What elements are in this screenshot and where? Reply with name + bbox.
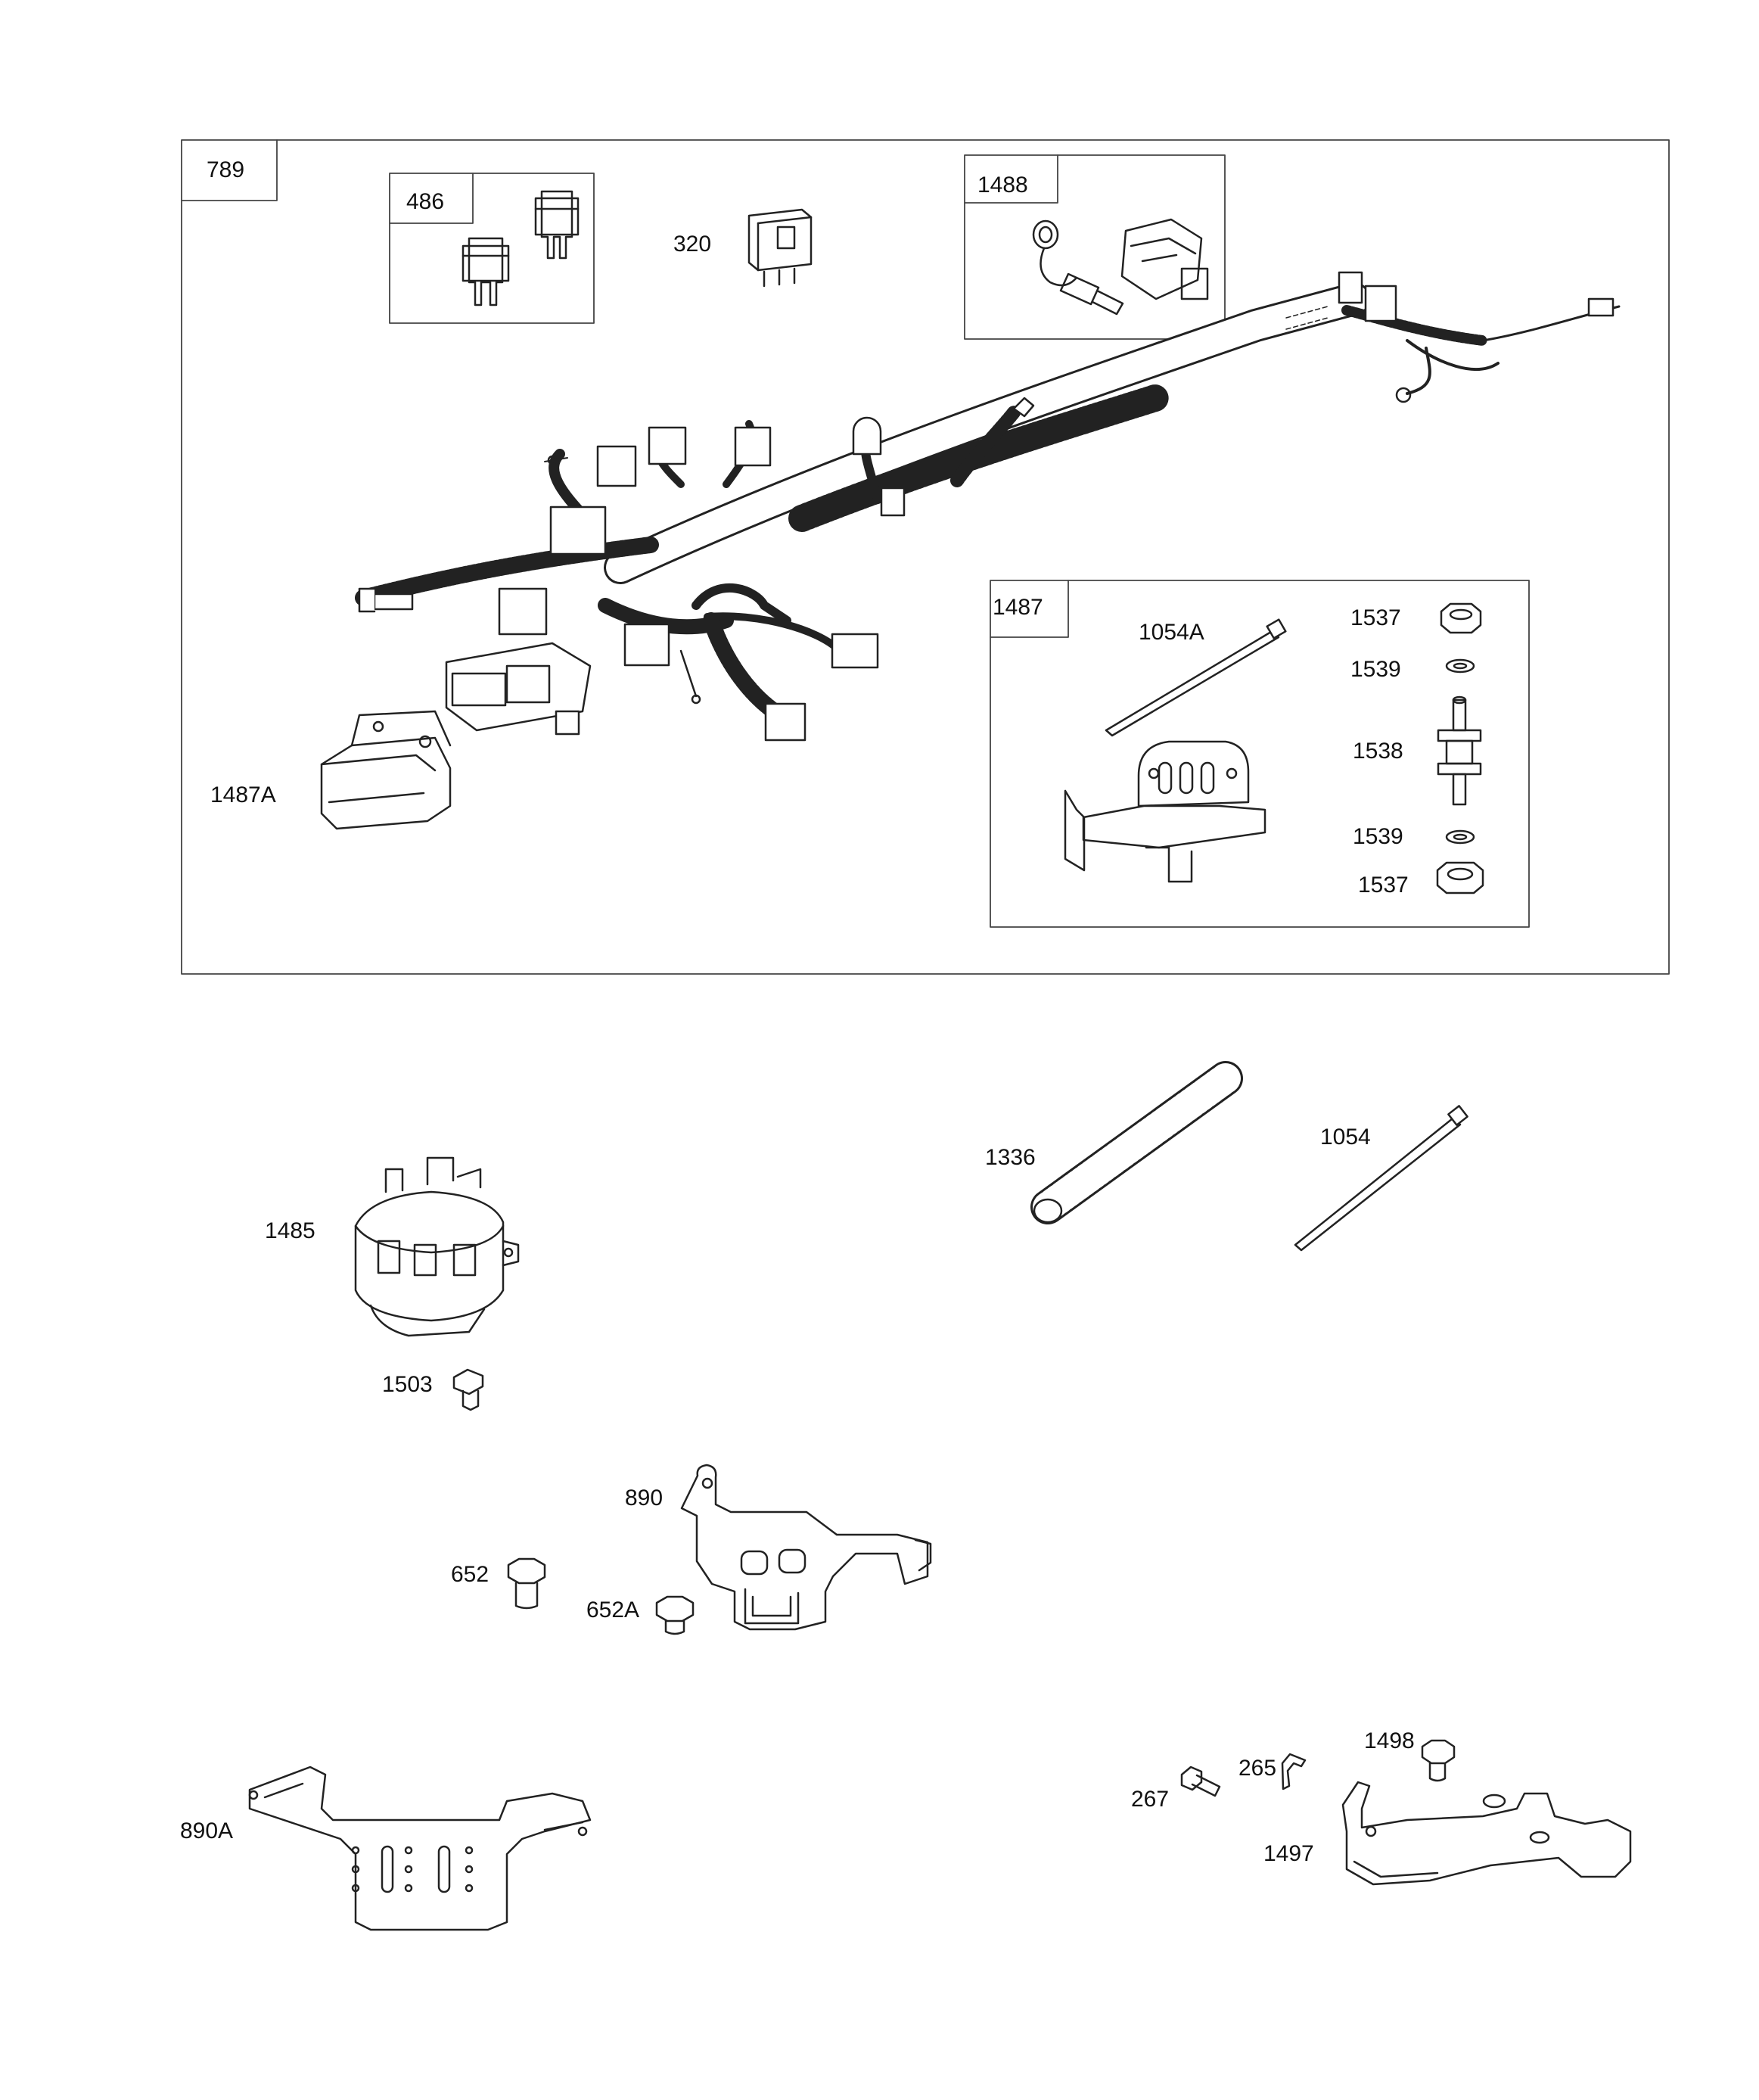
screw-callout: 267 [1131,1787,1170,1812]
connector-seal-icon [1032,219,1124,316]
washer-icon [1445,829,1475,845]
tie-strap-icon [1105,618,1287,737]
stud-mount-callout: 1538 [1353,739,1403,764]
screw-icon [1180,1766,1221,1797]
bracket-890-icon [680,1464,932,1631]
screw-callout: 1498 [1364,1728,1415,1753]
screw-callout: 652A [586,1598,640,1622]
washer-icon [1445,658,1475,674]
mounting-kit-label: 1487 [993,595,1043,620]
connector-kit-frame [964,154,1226,340]
cover-icon [320,710,452,830]
screw-icon [655,1595,695,1635]
screw-callout: 1503 [382,1372,433,1397]
tie-strap-callout: 1054 [1320,1125,1371,1150]
bracket-1497-callout: 1497 [1263,1841,1314,1866]
screw-icon [452,1368,484,1411]
clip-callout: 265 [1238,1756,1277,1781]
mounting-kit-frame [990,580,1530,928]
screw-icon [507,1557,546,1610]
bracket-1497-icon [1341,1781,1632,1886]
bracket-890a-callout: 890A [180,1818,234,1843]
nut-callout: 1537 [1358,873,1409,898]
stud-mount-icon [1437,695,1482,806]
nut-icon [1436,861,1484,894]
fuse-icon [462,190,580,306]
screw-icon [1421,1739,1456,1782]
mounting-bracket-icon [1064,740,1266,883]
clip-icon [1281,1753,1307,1790]
relay-callout: 320 [673,232,712,257]
module-callout: 1485 [265,1218,315,1243]
harness-kit-frame [181,139,1670,975]
washer-callout: 1539 [1350,657,1401,682]
tie-strap-icon [1294,1105,1468,1252]
fuse-kit-frame [389,173,595,324]
cover-callout: 1487A [210,782,276,807]
wire-harness-icon [355,271,1621,742]
bracket-890a-icon [248,1766,592,1931]
nut-icon [1440,602,1482,634]
nut-callout: 1537 [1350,605,1401,630]
connector-kit-label: 1488 [977,173,1028,198]
relay-icon [747,208,813,288]
bracket-890-callout: 890 [625,1486,664,1510]
fuse-kit-label: 486 [406,189,445,214]
module-icon [354,1156,520,1337]
connector-housing-icon [1120,218,1209,300]
tie-strap-kit-callout: 1054A [1139,620,1204,645]
harness-kit-label: 789 [207,157,245,182]
conduit-icon [1030,1061,1243,1224]
conduit-callout: 1336 [985,1145,1036,1170]
washer-callout: 1539 [1353,824,1403,849]
screw-callout: 652 [451,1562,489,1587]
